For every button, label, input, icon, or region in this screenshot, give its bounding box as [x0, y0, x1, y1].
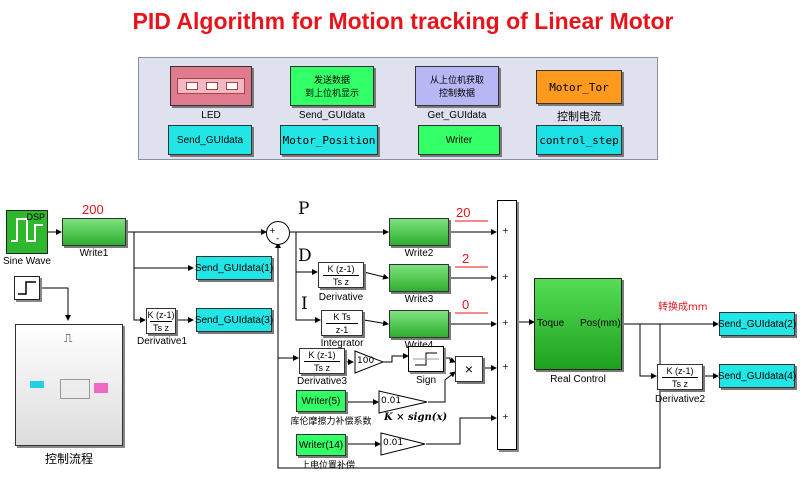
sign-block[interactable] — [408, 346, 444, 372]
write4-value: 0 — [462, 297, 470, 312]
send-gui-2[interactable]: Send_GUIdata(2) — [718, 312, 796, 336]
write2-value: 20 — [456, 205, 471, 220]
pulse-icon: ⎍ — [64, 331, 73, 345]
write4-block[interactable] — [389, 310, 449, 338]
product-block[interactable]: × — [455, 356, 483, 382]
motor-tor-label: 控制电流 — [557, 111, 601, 123]
write4-label: Write4 — [389, 340, 449, 351]
mux-plus-3: + — [502, 318, 509, 327]
sign-icon — [413, 352, 439, 366]
write2-label: Write2 — [404, 248, 434, 259]
mux-plus-4: + — [502, 362, 509, 371]
gain-001b-value: 0.01 — [383, 438, 404, 448]
sum-plus: + — [269, 226, 276, 235]
derivative3-label: Derivative3 — [296, 376, 348, 387]
control-flow-label: 控制流程 — [44, 452, 93, 466]
coulomb-label: 库伦摩擦力补偿系数 — [290, 416, 372, 426]
mux-plus-5: + — [502, 412, 509, 421]
flow-thumbnail — [30, 377, 112, 401]
send-gui-3[interactable]: Send_GUIdata(3) — [195, 308, 273, 332]
derivative1-label: Derivative1 — [136, 336, 188, 347]
page-title: PID Algorithm for Motion tracking of Lin… — [132, 8, 674, 34]
get-gui-block[interactable]: 从上位机获取 控制数据 — [415, 66, 499, 106]
toque-port: Toque — [537, 318, 565, 329]
real-control-block[interactable] — [534, 278, 622, 370]
sine-wave-label: Sine Wave — [3, 256, 51, 267]
step-block[interactable] — [14, 276, 40, 300]
send-display-block[interactable]: 发送数据 到上位机显示 — [290, 66, 374, 106]
poweron-label: 上电位置补偿 — [300, 460, 355, 470]
write1-block[interactable] — [62, 218, 126, 246]
derivative1-block[interactable]: K (z-1)Ts z — [146, 308, 176, 334]
send-gui-block[interactable]: Send_GUIdata — [168, 125, 252, 155]
write3-label: Write3 — [404, 294, 434, 305]
write1-label: Write1 — [79, 248, 109, 259]
sine-wave-block[interactable]: DSP — [6, 210, 48, 254]
sum-block[interactable] — [266, 221, 290, 245]
derivative-label: Derivative — [318, 292, 364, 303]
send-gui-1[interactable]: Send_GUIdata(1) — [195, 256, 273, 280]
gain-001a-value: 0.01 — [381, 396, 402, 406]
write1-value: 200 — [82, 202, 104, 217]
sign-label: Sign — [415, 375, 436, 386]
write2-block[interactable] — [389, 218, 449, 246]
convert-label: 转换成mm — [658, 302, 708, 313]
square-wave-icon — [11, 218, 43, 242]
write3-block[interactable] — [389, 264, 449, 292]
real-control-label: Real Control — [550, 374, 606, 385]
gain-100-value: 100 — [357, 356, 375, 366]
mux-block[interactable] — [497, 200, 517, 450]
send-display-label: Send_GUIdata — [298, 110, 366, 121]
integrator-label: Integrator — [320, 338, 364, 349]
gain-001b-block[interactable] — [380, 432, 426, 456]
p-label: P — [298, 199, 310, 219]
derivative3-block[interactable]: K (z-1)Ts z — [299, 348, 345, 374]
write3-value: 2 — [462, 251, 470, 266]
writer5-block[interactable]: Writer(5) — [296, 390, 346, 412]
derivative-block[interactable]: K (z-1)Ts z — [318, 262, 364, 288]
step-icon — [18, 281, 36, 295]
pos-port: Pos(mm) — [580, 318, 621, 329]
i-label: I — [301, 294, 308, 314]
get-gui-label: Get_GUIdata — [427, 110, 487, 121]
led-label: LED — [201, 110, 221, 121]
led-block[interactable] — [170, 66, 252, 106]
writer-block[interactable]: Writer — [418, 125, 500, 155]
derivative2-block[interactable]: K (z-1)Ts z — [657, 364, 703, 390]
mux-plus-2: + — [502, 272, 509, 281]
mux-plus-1: + — [502, 226, 509, 235]
d-label: D — [298, 246, 312, 266]
control-step-block[interactable]: control_step — [536, 125, 622, 155]
derivative2-label: Derivative2 — [654, 394, 706, 405]
send-gui-4[interactable]: Send_GUIdata(4) — [718, 364, 796, 388]
sum-minus: - — [276, 234, 280, 244]
dsp-text: DSP — [26, 212, 45, 222]
control-flow-subsystem[interactable]: ⎍ — [15, 324, 123, 446]
gain-001a-block[interactable] — [378, 390, 428, 414]
gain-100-block[interactable] — [354, 350, 384, 374]
motor-position-block[interactable]: Motor_Position — [280, 125, 378, 155]
writer14-block[interactable]: Writer(14) — [296, 434, 346, 456]
motor-tor-block[interactable]: Motor_Tor — [536, 70, 622, 104]
formula-label: K × sign(x) — [384, 412, 448, 423]
